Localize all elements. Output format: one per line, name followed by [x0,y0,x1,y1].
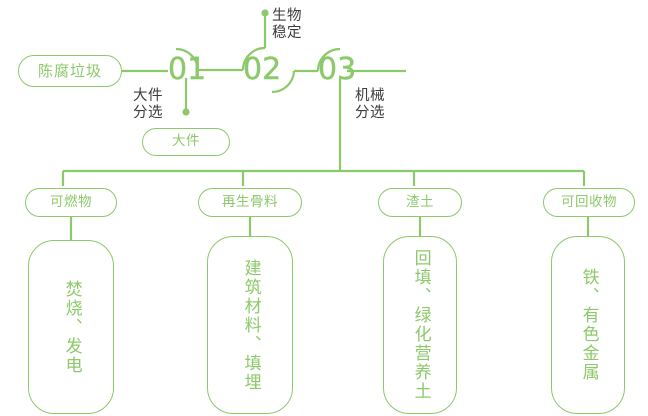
box-destination-slag-soil[interactable]: 回填、绿化营养土 [383,236,457,414]
node-output-combustible[interactable]: 可燃物 [25,188,117,217]
node-output-combustible-label: 可燃物 [50,193,92,210]
arc-step2-upper [241,46,266,71]
box-destination-combustible[interactable]: 焚烧、发电 [28,240,114,414]
node-output-recyclable-label: 可回收物 [561,193,617,210]
node-output-aggregate-label: 再生骨料 [222,193,278,210]
node-bulky-output[interactable]: 大件 [142,128,230,156]
box-destination-combustible-text: 焚烧、发电 [61,279,82,375]
step-number-03[interactable]: 03 [318,52,357,87]
node-output-aggregate[interactable]: 再生骨料 [198,188,302,217]
annotation-bulky-sorting: 大件 分选 [133,88,163,122]
dot-bio-stabilization [261,9,269,17]
node-output-slag-soil-label: 渣土 [406,193,434,210]
node-source-waste-label: 陈腐垃圾 [37,61,102,80]
annotation-mechanical-sorting: 机械 分选 [355,88,385,122]
box-destination-aggregate-text: 建筑材料、填埋 [240,258,261,392]
annotation-bio-stabilization: 生物 稳定 [272,8,302,42]
step-number-01[interactable]: 01 [168,52,207,87]
node-source-waste[interactable]: 陈腐垃圾 [18,55,122,87]
box-destination-recyclable[interactable]: 铁、有色金属 [551,236,625,414]
arc-step1-upper [175,47,200,71]
box-destination-recyclable-text: 铁、有色金属 [578,268,599,382]
node-output-recyclable[interactable]: 可回收物 [543,188,635,217]
box-destination-slag-soil-text: 回填、绿化营养土 [410,249,431,401]
dot-bulky-sorting [182,108,190,116]
node-bulky-output-label: 大件 [172,133,200,150]
arc-step3-upper [316,47,341,72]
step-number-02[interactable]: 02 [243,52,282,87]
node-output-slag-soil[interactable]: 渣土 [378,188,462,217]
box-destination-aggregate[interactable]: 建筑材料、填埋 [207,236,293,414]
arc-step2-lower [271,70,296,94]
